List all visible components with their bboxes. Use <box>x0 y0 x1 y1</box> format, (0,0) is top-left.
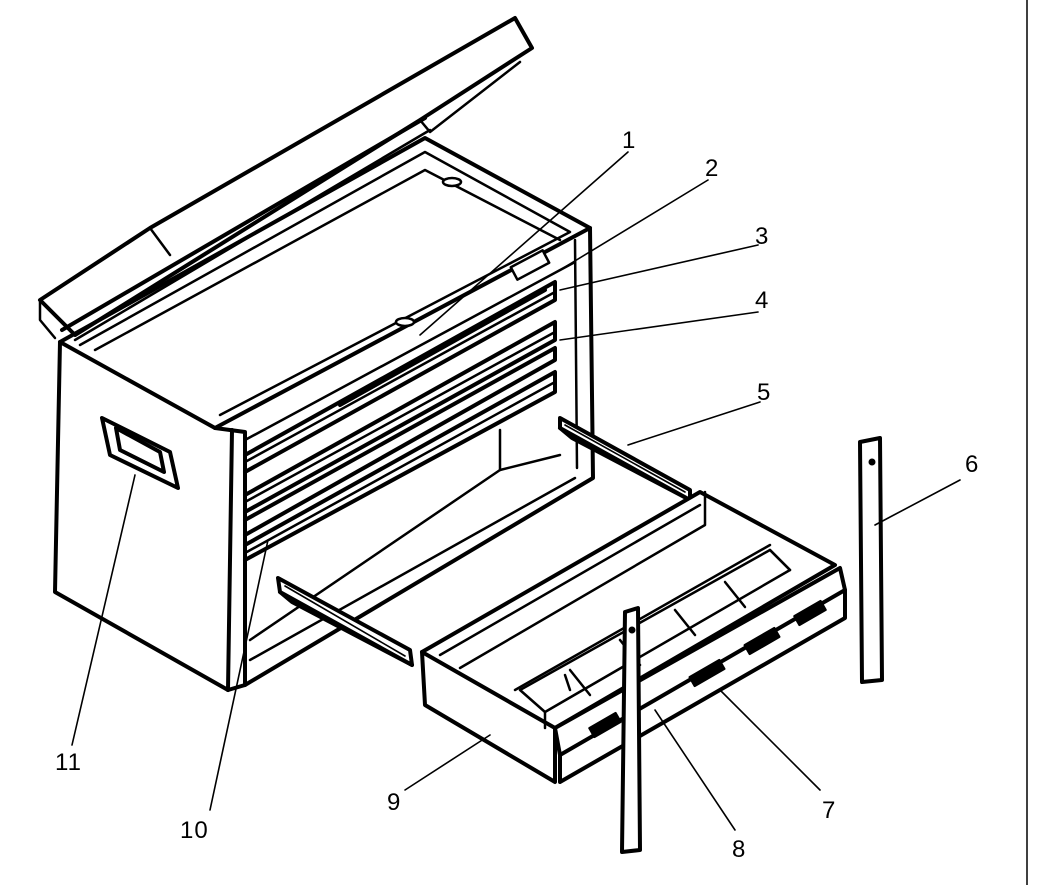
callout-5: 5 <box>757 379 771 406</box>
drawer-slide-left <box>276 576 414 667</box>
callout-4: 4 <box>755 287 769 314</box>
closed-drawers <box>243 280 557 562</box>
callout-2: 2 <box>705 155 719 182</box>
callout-1: 1 <box>622 127 636 154</box>
callout-3: 3 <box>755 223 769 250</box>
callout-7: 7 <box>822 797 836 824</box>
side-handle <box>100 416 180 490</box>
callout-9: 9 <box>387 789 401 816</box>
trim-strip-side <box>858 436 884 684</box>
chest-body <box>53 136 595 692</box>
callout-10: 10 <box>180 817 209 844</box>
callout-labels: 1 2 3 4 5 6 7 8 9 10 11 <box>55 127 979 863</box>
trim-strip-front <box>620 606 642 854</box>
callout-11: 11 <box>55 749 82 776</box>
leader-lines <box>71 151 961 831</box>
callout-8: 8 <box>732 836 746 863</box>
open-drawer-cavity <box>248 428 577 662</box>
callout-6: 6 <box>965 451 979 478</box>
drawer-slide-right <box>558 416 692 502</box>
